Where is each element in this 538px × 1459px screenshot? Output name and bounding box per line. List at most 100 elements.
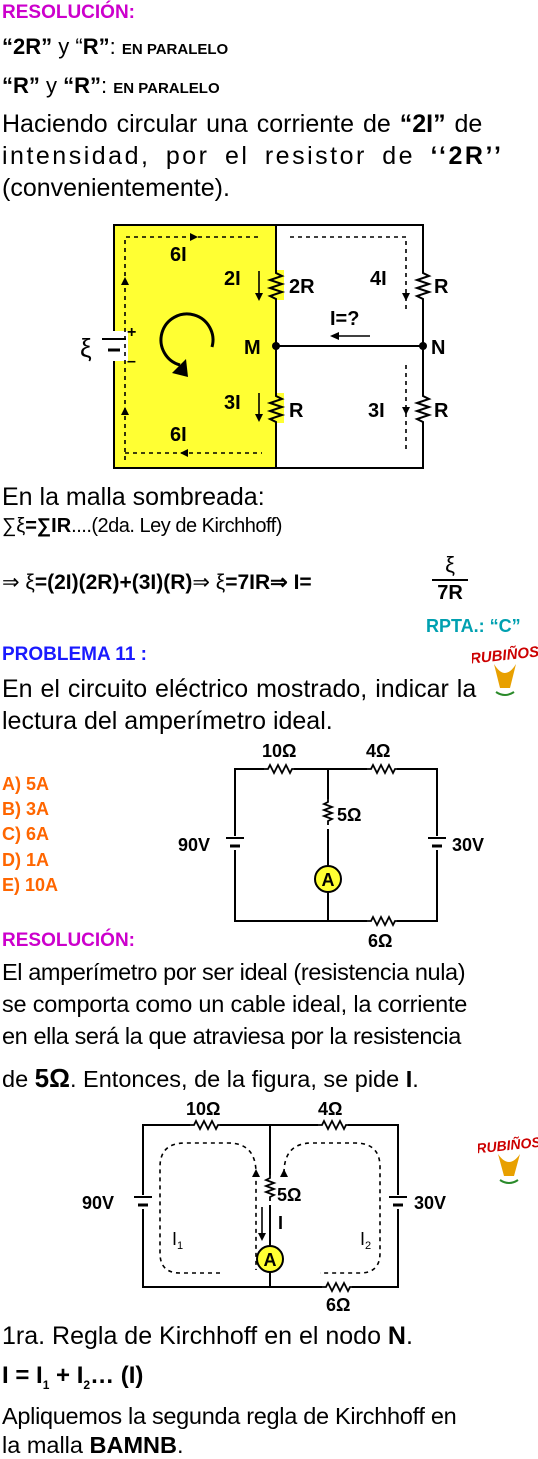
resistor-5 <box>263 1175 277 1201</box>
colon: : <box>109 34 122 59</box>
statement-line-2: “R” y “R”: EN PARALELO <box>2 73 220 99</box>
text: I = I <box>2 1362 43 1389</box>
quantity: ‘‘2R’’ <box>430 142 504 170</box>
circuit-diagram-3: 10Ω 4Ω 5Ω I A 90V 30V 6Ω I1 I2 <box>82 1099 446 1315</box>
i2-subscript: 2 <box>365 1240 371 1252</box>
resistor-label: 5Ω <box>337 805 361 825</box>
resistor-4 <box>318 1118 350 1132</box>
resistor-10 <box>190 1118 222 1132</box>
relation-label: EN PARALELO <box>121 41 229 58</box>
resistor-label: 2R <box>289 276 315 298</box>
paragraph-line: Apliquemos la segunda regla de Kirchhoff… <box>2 1403 457 1429</box>
resistor-label: 4Ω <box>366 741 390 761</box>
arrow-down-icon <box>402 293 410 301</box>
current-label: 3I <box>224 392 241 414</box>
answer-option: A) 5A <box>2 774 50 794</box>
resistor-r-bl <box>266 391 286 426</box>
resistor-label: R <box>434 276 449 298</box>
resistor-label: 10Ω <box>262 741 296 761</box>
logo-text: RUBIÑOS <box>478 1133 538 1157</box>
paragraph-line: Haciendo circular una corriente de “2I” … <box>2 108 482 140</box>
resistor-label: 4Ω <box>318 1099 342 1119</box>
shaded-mesh <box>113 224 277 469</box>
resistor-6 <box>322 1280 354 1294</box>
current-label: 6I <box>170 424 187 446</box>
resistor-4 <box>367 762 399 776</box>
paragraph-line: (convenientemente). <box>2 174 230 202</box>
problem-statement-line: En el circuito eléctrico mostrado, indic… <box>2 675 477 703</box>
logo-laurel-icon <box>499 1179 519 1184</box>
minus-sign: – <box>127 353 136 370</box>
arrow-up-icon <box>252 1169 260 1177</box>
resistor-6 <box>367 914 399 928</box>
section-heading: RESOLUCIÓN: <box>2 2 135 23</box>
paragraph-line: se comporta como un cable ideal, la corr… <box>2 991 468 1017</box>
resistor-r-br <box>413 391 433 426</box>
answer-option: C) 6A <box>2 824 50 844</box>
node-n-dot <box>419 342 427 350</box>
quantity: “R” <box>63 73 102 98</box>
fraction-numerator: ξ <box>445 552 455 577</box>
loop-arrowhead-icon <box>172 359 188 377</box>
implies: ⇒ ξ <box>2 571 35 594</box>
paragraph-line: en ella será la que atraviesa por la res… <box>2 1023 461 1049</box>
arrow-left-icon <box>330 332 339 340</box>
text: de <box>445 110 483 138</box>
logo-text: RUBIÑOS <box>472 642 538 667</box>
i1-subscript: 1 <box>177 1240 183 1252</box>
resistor-2r <box>266 267 286 303</box>
arrow-down-icon <box>255 293 263 301</box>
resistor-label: 6Ω <box>368 931 392 951</box>
logo-laurel-icon <box>495 691 515 696</box>
text: … (I) <box>90 1362 144 1389</box>
answer-option: E) 10A <box>2 875 59 895</box>
text: 1ra. Regla de Kirchhoff en el nodo <box>2 1322 388 1350</box>
mesh-loop-2 <box>283 1142 381 1274</box>
equals: = <box>25 515 37 537</box>
mesh-current-label: I1 <box>172 1229 183 1252</box>
resistor-5 <box>321 799 335 825</box>
text: intensidad, por el resistor de <box>2 142 431 170</box>
text: . <box>176 1432 184 1458</box>
resistor-label: 5Ω <box>277 1185 301 1205</box>
ammeter-label: A <box>264 1250 277 1270</box>
sum-emf: ∑ξ <box>2 515 26 537</box>
law-note: ....(2da. Ley de Kirchhoff) <box>71 515 282 537</box>
arrow-down-icon <box>258 1233 266 1241</box>
subscript: 2 <box>83 1377 91 1392</box>
sum-ir: ∑IR <box>36 515 72 537</box>
current-path <box>290 236 407 310</box>
relation-label: EN PARALELO <box>113 80 220 97</box>
implies: ⇒ I= <box>270 571 312 594</box>
kirchhoff-law: ∑ξ=∑IR....(2da. Ley de Kirchhoff) <box>2 515 282 538</box>
subscript: 1 <box>42 1377 50 1392</box>
mesh-current-label: I2 <box>360 1229 371 1252</box>
resistor-r-top <box>413 267 433 303</box>
mesh-loop-1 <box>159 1142 257 1274</box>
current-label: I <box>278 1213 283 1233</box>
node-label: N <box>431 337 445 359</box>
unknown-current-label: I=? <box>330 308 359 330</box>
text: la malla <box>2 1432 90 1458</box>
battery-gap <box>100 331 128 361</box>
paragraph-line: 1ra. Regla de Kirchhoff en el nodo N. <box>2 1320 413 1352</box>
node-equation: I = I1 + I2… (I) <box>2 1362 143 1392</box>
quantity: I <box>405 1066 413 1092</box>
loop-arrow-icon <box>159 312 215 367</box>
answer-option: D) 1A <box>2 850 50 870</box>
problem-title: PROBLEMA 11 : <box>2 644 147 665</box>
current-label: 3I <box>368 400 385 422</box>
connector: y “ <box>52 34 83 59</box>
resistor-label: R <box>434 400 449 422</box>
current-label: 6I <box>170 244 187 266</box>
expression: =7IR <box>225 571 271 594</box>
text: + I <box>49 1362 84 1389</box>
arrow-left-icon <box>180 449 188 457</box>
voltage-label: 30V <box>414 1193 446 1213</box>
fraction-bar <box>432 579 468 581</box>
text: . <box>405 1322 413 1350</box>
paragraph-line: la malla BAMNB. <box>2 1431 184 1459</box>
paragraph-line: En la malla sombreada: <box>2 483 265 511</box>
arrow-down-icon <box>402 407 410 415</box>
resistor-label: R <box>289 400 304 422</box>
